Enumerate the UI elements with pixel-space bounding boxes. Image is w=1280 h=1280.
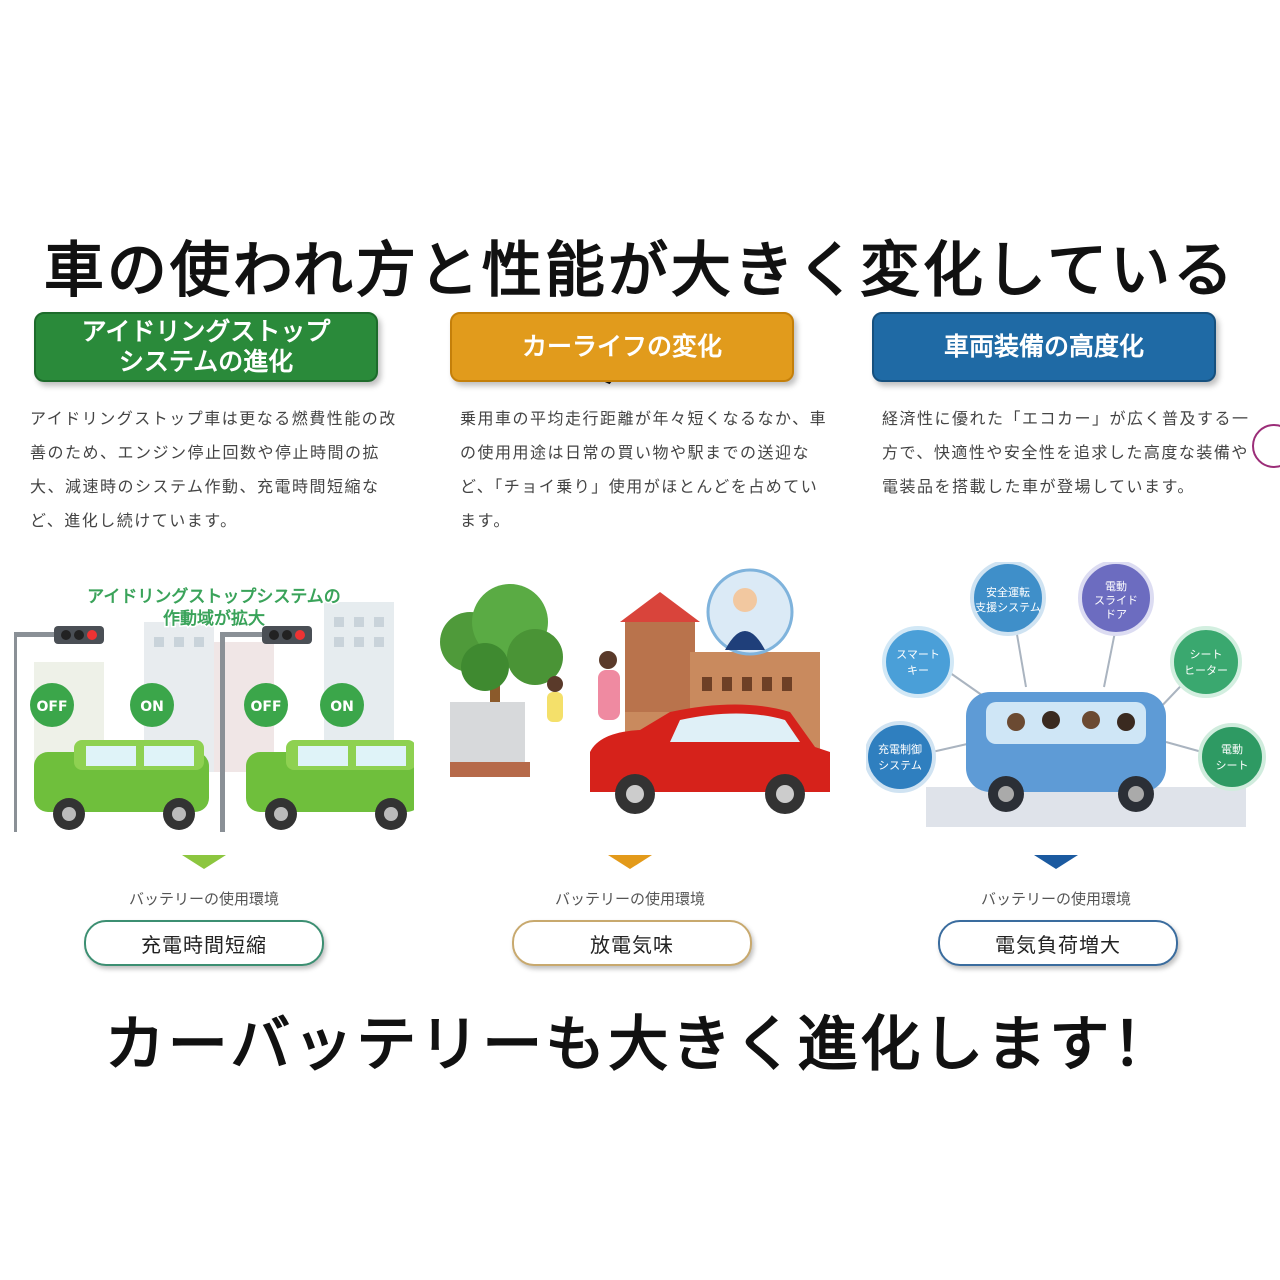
down-arrow-icon [1034, 855, 1078, 869]
description-advanced-equipment: 経済性に優れた「エコカー」が広く普及する一方で、快適性や安全性を追求した高度な装… [882, 409, 1250, 496]
svg-text:電動: 電動 [1105, 579, 1127, 593]
illustration-idling-stop: アイドリングストップシステムの 作動域が拡大 OFF ON OFF ON [14, 585, 414, 832]
svg-text:シート: シート [1190, 648, 1223, 661]
feature-power-slide-door: 電動 スライド ドア [1078, 562, 1154, 636]
svg-text:シート: シート [1216, 759, 1249, 772]
bubble-on-1: ON [130, 683, 174, 727]
commuter-icon [706, 568, 794, 656]
blue-car [966, 692, 1166, 812]
illustration-car-life [440, 568, 830, 814]
green-car-2 [246, 740, 414, 830]
svg-text:システム: システム [878, 759, 922, 772]
caption-line2: 作動域が拡大 [163, 608, 265, 629]
feature-power-seat: 電動 シート [1198, 723, 1266, 791]
illustration-advanced-equipment: 安全運転 支援システム 電動 スライド ドア スマート キー シート ヒーター … [866, 562, 1266, 827]
result-pill: 電気負荷増大 [938, 920, 1178, 966]
badge-advanced-equipment: 車両装備の高度化 [872, 312, 1216, 382]
description-car-life: 乗用車の平均走行距離が年々短くなるなか、車の使用用途は日常の買い物や駅までの送迎… [460, 409, 828, 530]
svg-text:スマート: スマート [896, 648, 940, 661]
badge-idling-stop: アイドリングストップ システムの進化 [34, 312, 378, 382]
feature-charge-control: 充電制御 システム [866, 721, 936, 793]
column-car-life: カーライフの変化 乗用車の平均走行距離が年々短くなるなか、車の使用用途は日常の買… [440, 312, 840, 992]
bubble-on-2: ON [320, 683, 364, 727]
column-advanced-equipment: 車両装備の高度化 経済性に優れた「エコカー」が広く普及する一方で、快適性や安全性… [866, 312, 1266, 992]
parent-and-child [547, 651, 620, 722]
svg-text:ドア: ドア [1105, 608, 1127, 621]
svg-text:OFF: OFF [36, 699, 67, 715]
result-pill: 放電気味 [512, 920, 752, 966]
env-label: バッテリーの使用環境 [554, 890, 705, 908]
env-label: バッテリーの使用環境 [980, 890, 1131, 908]
badge-car-life: カーライフの変化 [450, 312, 794, 382]
red-car [590, 704, 830, 814]
svg-text:ヒーター: ヒーター [1184, 664, 1228, 677]
feature-seat-heater: シート ヒーター [1170, 626, 1242, 698]
env-label: バッテリーの使用環境 [128, 890, 279, 908]
svg-text:電動: 電動 [1221, 742, 1243, 756]
svg-text:ON: ON [330, 699, 354, 715]
result-pill: 充電時間短縮 [84, 920, 324, 966]
description-idling-stop: アイドリングストップ車は更なる燃費性能の改善のため、エンジン停止回数や停止時間の… [30, 409, 397, 530]
green-car-1 [34, 740, 209, 830]
down-arrow-icon [608, 855, 652, 869]
svg-text:OFF: OFF [250, 699, 281, 715]
column-idling-stop: アイドリングストップ システムの進化 アイドリングストップ車は更なる燃費性能の改… [14, 312, 414, 992]
svg-text:支援システム: 支援システム [975, 600, 1041, 614]
svg-text:ON: ON [140, 699, 164, 715]
svg-text:安全運転: 安全運転 [986, 585, 1030, 599]
svg-text:充電制御: 充電制御 [878, 742, 922, 756]
caption-line1: アイドリングストップシステムの [87, 586, 341, 607]
down-arrow-icon [182, 855, 226, 869]
bubble-off-2: OFF [244, 683, 288, 727]
feature-safe-driving: 安全運転 支援システム [970, 562, 1046, 636]
svg-text:キー: キー [907, 664, 929, 677]
feature-smart-key: スマート キー [882, 626, 954, 698]
bubble-off-1: OFF [30, 683, 74, 727]
headline-bottom: カーバッテリーも大きく進化します！ [104, 1010, 1176, 1080]
svg-text:スライド: スライド [1094, 594, 1138, 607]
